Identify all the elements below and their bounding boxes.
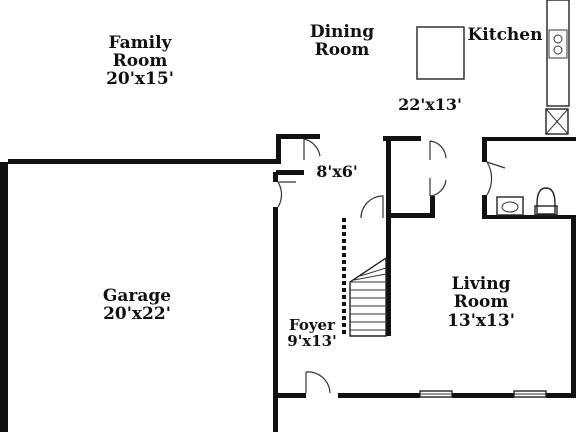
wall-bottom-right: [546, 393, 576, 398]
label-living-size: 13'x13': [447, 311, 515, 331]
staircase: [342, 218, 387, 337]
wall-closet-left: [276, 134, 281, 164]
windows: [419, 390, 547, 398]
wall-pantry-bottom: [386, 213, 435, 218]
wall-closet-bottom: [276, 170, 304, 175]
label-garage-size: 20'x22': [103, 304, 171, 324]
label-family-size: 20'x15': [106, 69, 174, 89]
label-family-line2: Room: [113, 51, 168, 71]
wall-pantry-left: [386, 136, 391, 336]
label-closet-size: 8'x6': [316, 162, 358, 181]
wall-bottom-mid2: [452, 393, 514, 398]
stair-outline: [349, 256, 387, 337]
bath-fixtures: [496, 187, 558, 216]
wall-right-lower: [571, 218, 576, 398]
kitchen-island: [416, 26, 465, 80]
kitchen-fixtures: [416, 0, 570, 135]
room-labels: Family Room 20'x15' Dining Room Kitchen …: [103, 22, 543, 350]
wall-garage-foyer-upper: [273, 172, 278, 182]
toilet-icon: [536, 187, 556, 215]
label-dining-line1: Dining: [310, 22, 374, 42]
door-bath: [486, 161, 506, 196]
wall-garage-left: [0, 162, 8, 432]
label-kitchen: Kitchen: [468, 25, 543, 45]
door-front: [305, 371, 331, 394]
doors: [277, 138, 506, 394]
range-icon: [545, 108, 569, 135]
wall-pantry-top: [383, 136, 421, 141]
door-garage: [277, 181, 296, 208]
label-dining-line2: Room: [315, 40, 370, 60]
label-dining-kitchen-size: 22'x13': [398, 95, 462, 114]
walls: [0, 134, 576, 432]
door-closet: [303, 138, 321, 160]
door-understair: [360, 195, 384, 219]
kitchen-counter: [546, 0, 570, 107]
wall-bath-bottom: [482, 215, 576, 219]
wall-pantry-right: [430, 196, 435, 216]
wall-closet-top: [276, 134, 320, 139]
door-pantry: [429, 140, 447, 197]
wall-family-garage: [8, 159, 278, 164]
wall-bath-top: [482, 137, 576, 141]
label-foyer-line1: Foyer: [289, 316, 336, 334]
wall-bath-left-upper: [482, 137, 487, 162]
label-living-line1: Living: [452, 274, 511, 294]
wall-bottom-mid: [338, 393, 420, 398]
label-foyer-size: 9'x13': [287, 332, 336, 350]
wall-garage-foyer: [273, 207, 278, 432]
kitchen-sink: [548, 29, 568, 59]
wall-bath-left-lower: [482, 195, 487, 218]
label-living-line2: Room: [454, 292, 509, 312]
label-garage-line1: Garage: [103, 286, 171, 306]
vanity-icon: [496, 196, 524, 216]
label-family-line1: Family: [109, 33, 173, 53]
wall-bottom-left: [278, 393, 306, 398]
